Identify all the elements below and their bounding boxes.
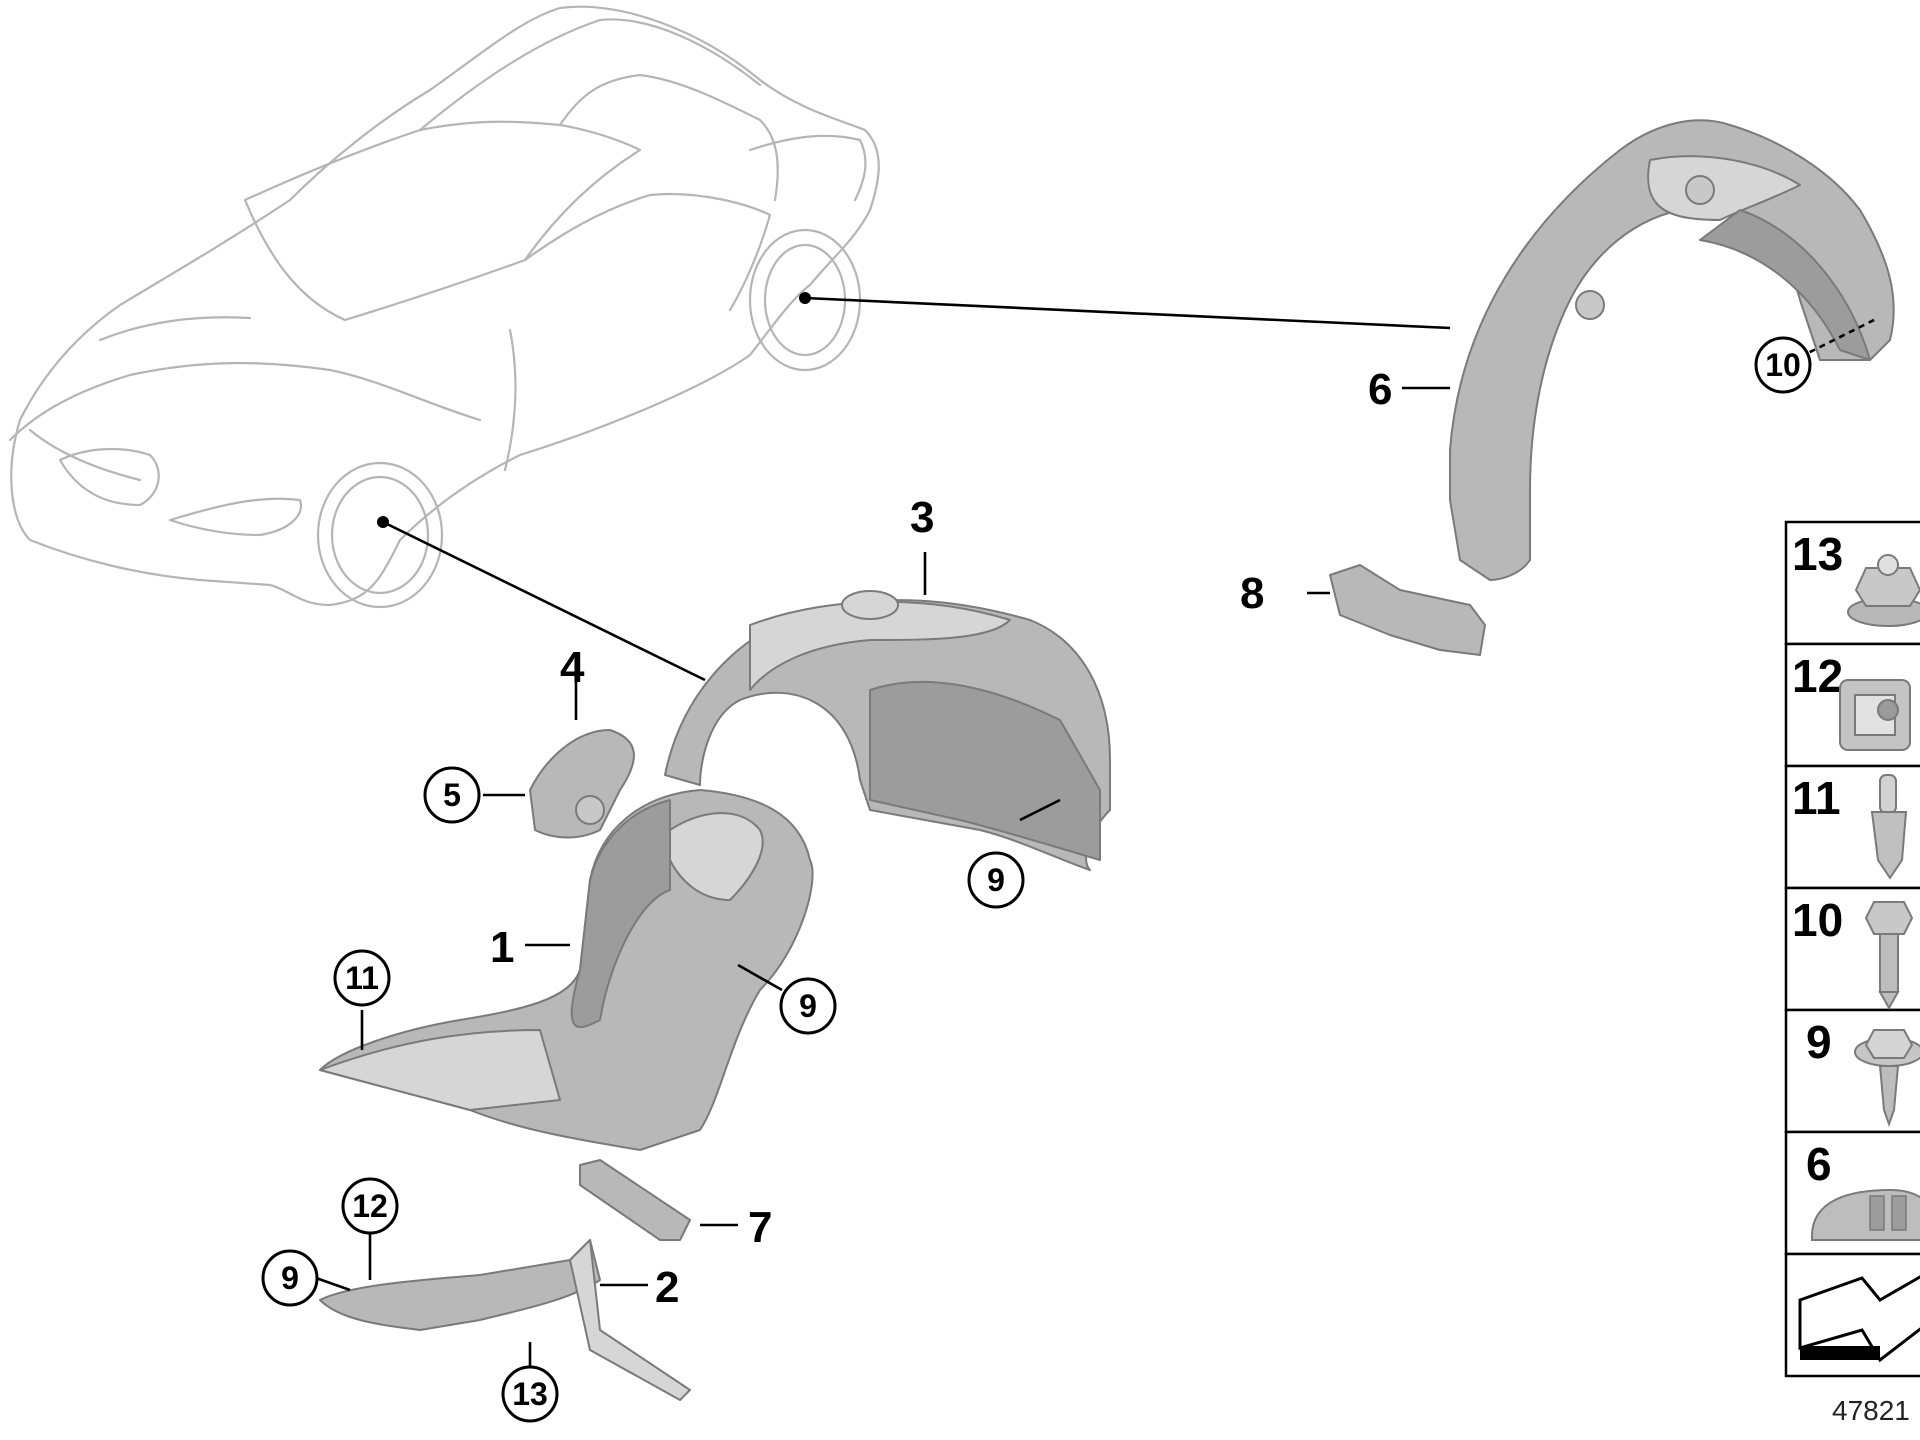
callout-7: 7 xyxy=(748,1203,772,1252)
callout-13: 13 xyxy=(501,1365,559,1423)
nut-icon xyxy=(1847,554,1920,627)
wheel-arch-front-upper xyxy=(664,590,1111,871)
wheel-arch-liner-front xyxy=(319,789,814,1151)
callout-10: 10 xyxy=(1754,336,1812,394)
hardware-panel: 13 12 11 10 9 6 xyxy=(1784,520,1920,1378)
rivet-icon xyxy=(1870,774,1908,880)
screw-icon xyxy=(1854,1029,1920,1127)
callout-9-upper: 9 xyxy=(967,851,1025,909)
callout-1: 1 xyxy=(490,923,514,972)
svg-text:11: 11 xyxy=(345,960,379,996)
bracket-part-4 xyxy=(529,729,635,839)
svg-text:9: 9 xyxy=(281,1260,299,1296)
svg-text:13: 13 xyxy=(512,1376,548,1412)
svg-text:9: 9 xyxy=(799,988,817,1024)
leader-lines xyxy=(315,292,1879,1370)
clip-nut-icon xyxy=(1839,679,1911,751)
car-outline xyxy=(8,5,880,609)
clip-icon xyxy=(1811,1188,1920,1241)
bracket-part-2 xyxy=(319,1239,691,1401)
bolt-icon xyxy=(1864,901,1914,1011)
bracket-part-8 xyxy=(1329,564,1486,656)
callout-12: 12 xyxy=(341,1177,399,1235)
panel-label-6: 6 xyxy=(1806,1138,1832,1190)
svg-text:12: 12 xyxy=(352,1188,388,1224)
callout-3: 3 xyxy=(910,493,934,542)
callout-2: 2 xyxy=(655,1263,679,1312)
svg-text:10: 10 xyxy=(1765,347,1801,383)
svg-text:9: 9 xyxy=(987,862,1005,898)
panel-label-13: 13 xyxy=(1792,528,1843,580)
callout-4: 4 xyxy=(560,643,585,692)
callout-11: 11 xyxy=(333,949,391,1007)
callout-5: 5 xyxy=(423,766,481,824)
direction-arrow-icon xyxy=(1798,1275,1920,1363)
svg-text:5: 5 xyxy=(443,777,461,813)
callout-9-middle: 9 xyxy=(779,977,837,1035)
panel-label-9: 9 xyxy=(1806,1016,1832,1068)
callout-8: 8 xyxy=(1240,569,1264,618)
panel-label-10: 10 xyxy=(1792,894,1843,946)
callout-9-lower: 9 xyxy=(261,1249,319,1307)
strip-part-7 xyxy=(579,1159,691,1241)
wheel-arch-rear xyxy=(1449,119,1895,581)
callout-6: 6 xyxy=(1368,365,1392,414)
panel-label-12: 12 xyxy=(1792,650,1843,702)
panel-label-11: 11 xyxy=(1792,772,1841,824)
reference-number: 47821 xyxy=(1832,1395,1910,1426)
